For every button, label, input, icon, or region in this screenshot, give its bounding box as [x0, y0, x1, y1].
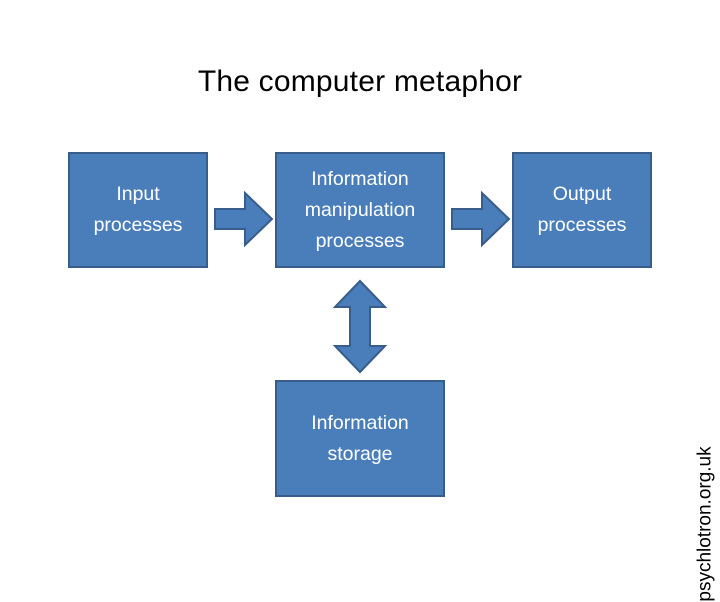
slide-canvas: The computer metaphor Input processes In… [68, 65, 720, 602]
watermark: psychlotron.org.uk [692, 344, 720, 601]
right-arrow-icon [451, 190, 511, 248]
right-arrow-icon [214, 190, 274, 248]
box-information-manipulation-processes[interactable]: Information manipulation processes [275, 152, 445, 268]
right-arrow-icon-manipulation-to-output [451, 190, 511, 248]
box-input-processes[interactable]: Input processes [68, 152, 208, 268]
box-information-storage[interactable]: Information storage [275, 380, 445, 497]
box-input-processes-label: Input processes [93, 183, 183, 236]
page-title: The computer metaphor [197, 65, 523, 99]
watermark-text: psychlotron.org.uk [695, 446, 716, 602]
right-arrow-icon-input-to-manipulation [214, 190, 274, 248]
box-information-manipulation-processes-label: Information manipulation processes [304, 167, 416, 252]
box-information-storage-label: Information storage [311, 411, 409, 465]
double-headed-vertical-arrow-icon [332, 279, 388, 374]
box-output-processes-label: Output processes [537, 183, 627, 236]
box-output-processes[interactable]: Output processes [512, 152, 652, 268]
double-headed-vertical-arrow-icon-manipulation-storage [332, 279, 388, 374]
